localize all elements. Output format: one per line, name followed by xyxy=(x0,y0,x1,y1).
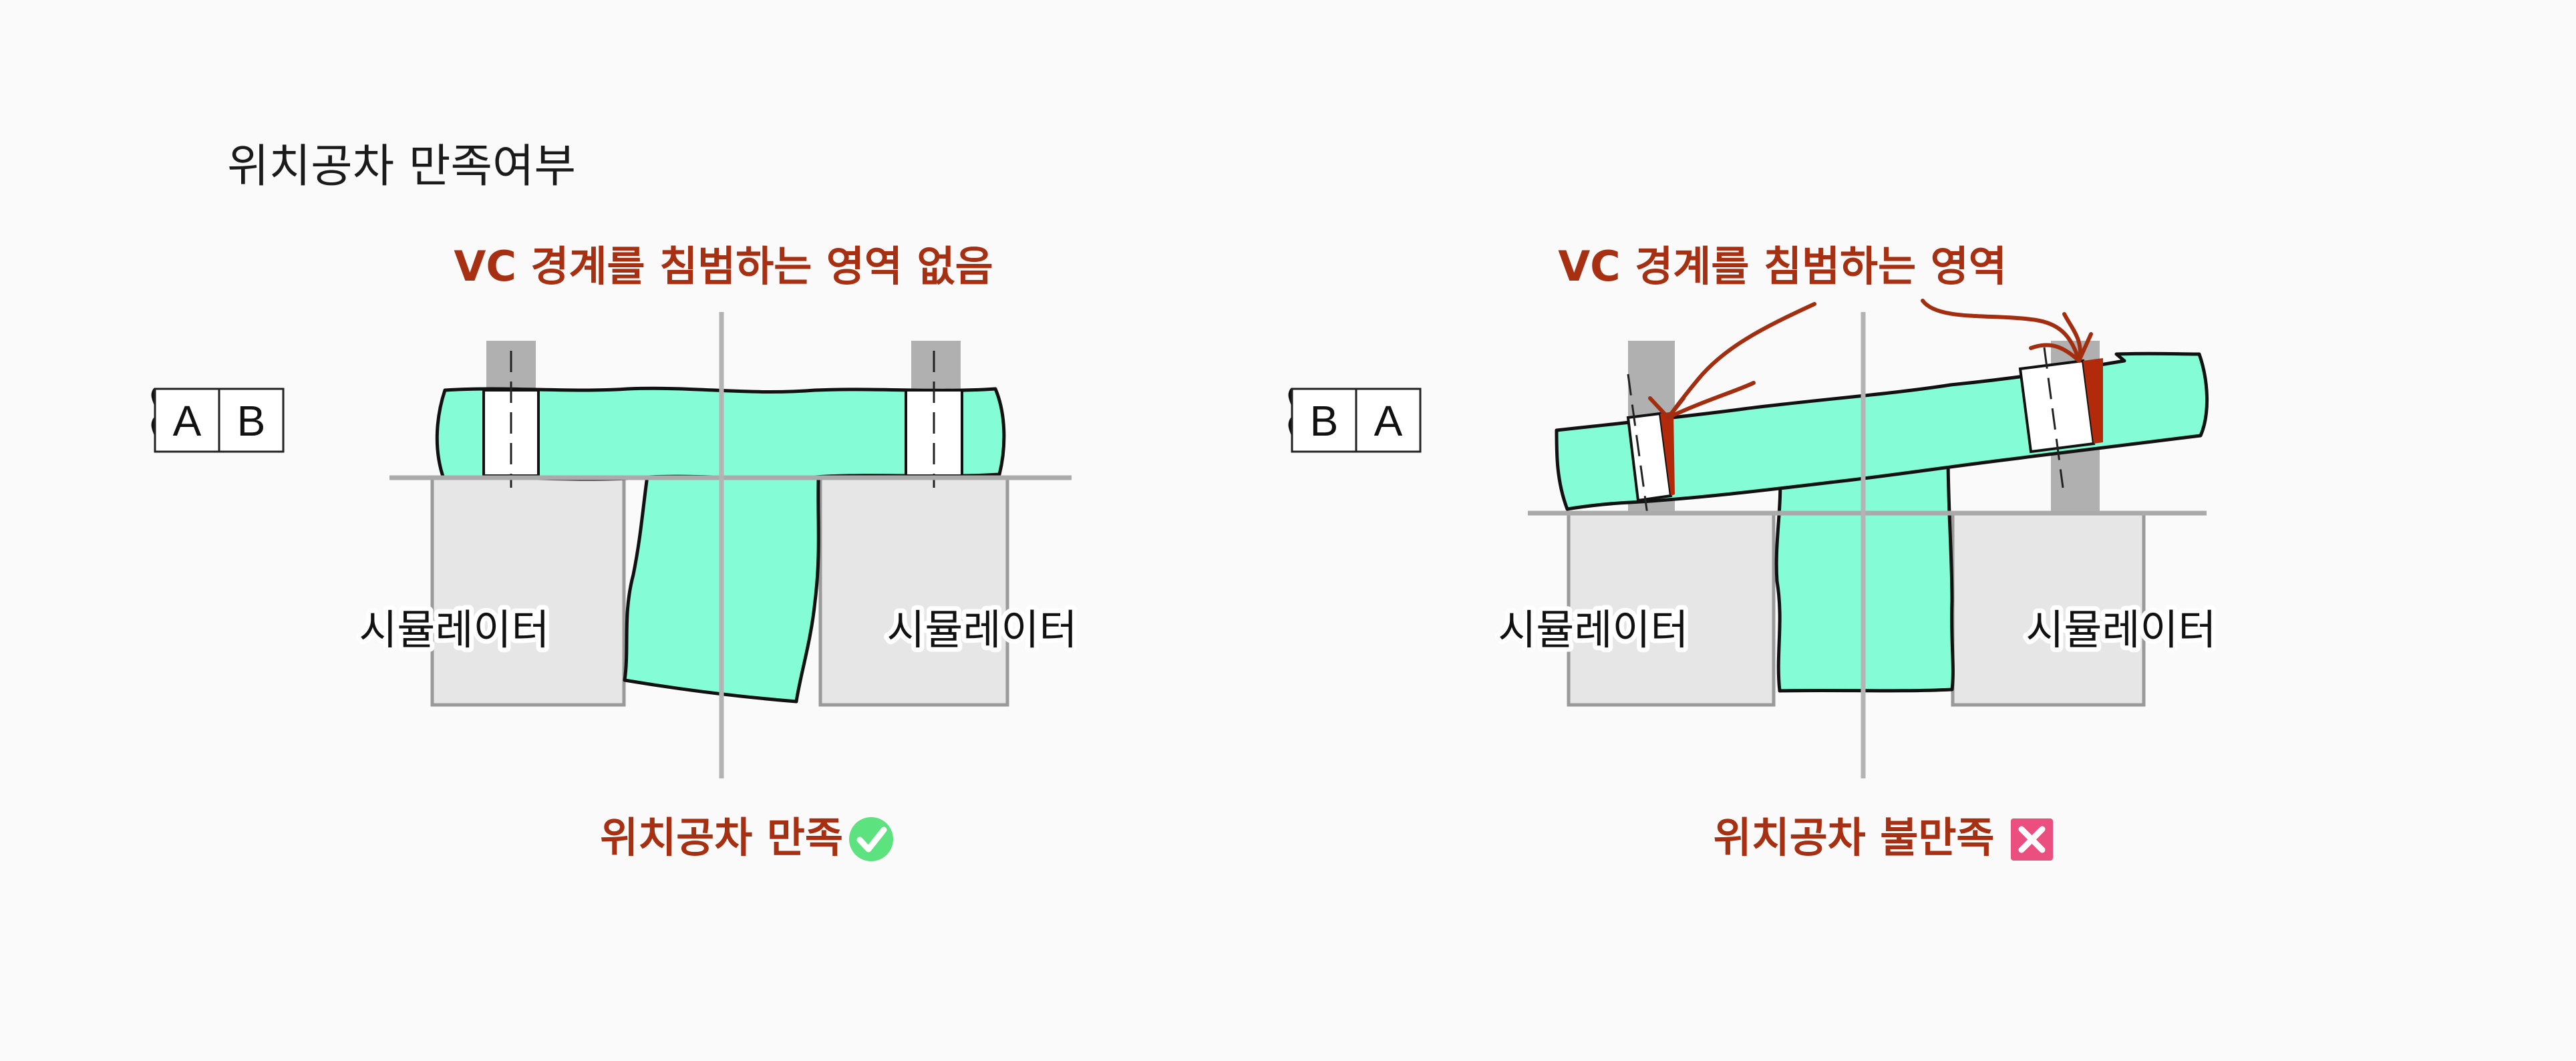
right-hole-right xyxy=(2018,359,2096,454)
right-hole-left-centerline xyxy=(1627,373,1649,515)
left-simulator-block-left xyxy=(430,476,626,707)
right-frame-datum-2: A xyxy=(1374,397,1403,445)
right-violation-left xyxy=(1660,412,1675,496)
left-result-label: 위치공차 만족 xyxy=(600,813,843,862)
right-violation-right xyxy=(2083,358,2103,444)
left-datum-frame: A B xyxy=(151,388,285,453)
right-simulator-label-right: 시뮬레이터 xyxy=(2026,605,2216,654)
left-frame-datum-1: A xyxy=(173,397,202,445)
right-datum-frame: B A xyxy=(1288,388,1422,453)
right-frame-datum-1: B xyxy=(1310,397,1339,445)
left-simulator-block-right xyxy=(818,476,1009,707)
right-annotation: VC 경계를 침범하는 영역 xyxy=(1558,242,2007,291)
x-square-icon xyxy=(2011,818,2053,861)
page-title: 위치공차 만족여부 xyxy=(227,140,576,193)
check-circle-icon xyxy=(849,817,893,861)
left-simulator-label-left: 시뮬레이터 xyxy=(359,605,549,654)
left-annotation: VC 경계를 침범하는 영역 없음 xyxy=(454,242,993,291)
right-result-label: 위치공차 불만족 xyxy=(1714,813,1995,862)
right-annotation-arrows xyxy=(1648,299,2093,420)
right-simulator-block-right xyxy=(1951,511,2146,707)
right-panel: B A 시뮬레이터 시뮬레 xyxy=(1288,242,2221,862)
left-frame-datum-2: B xyxy=(237,397,266,445)
left-panel: A B 시뮬레이터 시뮬레이터 VC 경계를 침범하는 영역 없음 위치공차 만… xyxy=(151,242,1082,862)
right-simulator-label-left: 시뮬레이터 xyxy=(1498,605,1688,654)
right-hole-right-centerline xyxy=(2043,347,2064,488)
left-simulator-label-right: 시뮬레이터 xyxy=(887,605,1077,654)
